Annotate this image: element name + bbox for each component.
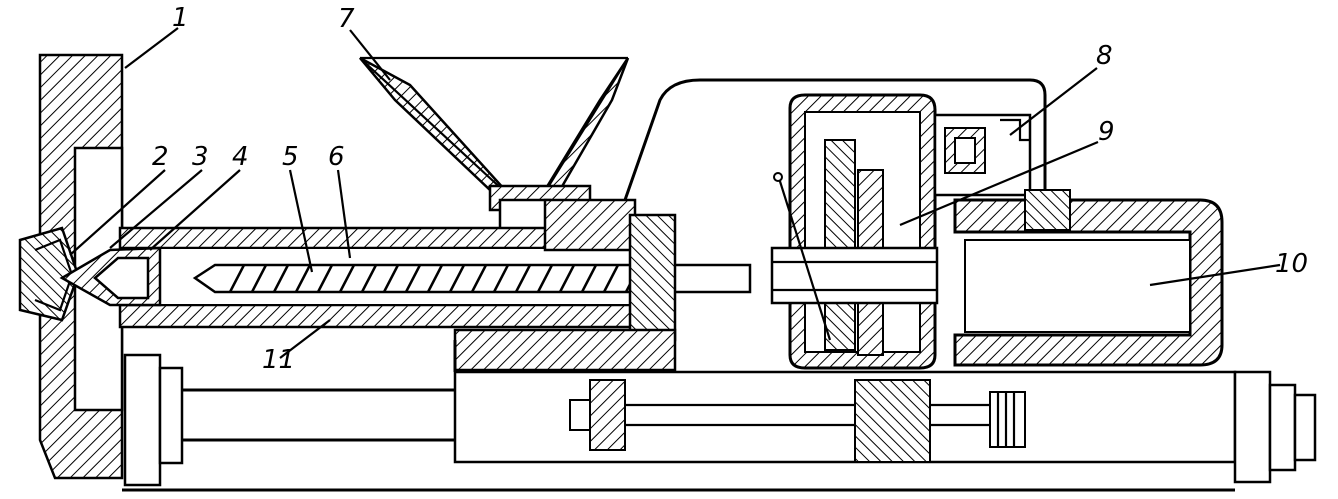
screw-flight xyxy=(602,264,620,293)
screw-flight xyxy=(514,264,532,293)
screw-flight xyxy=(448,264,466,293)
screw-flight xyxy=(360,264,378,293)
leader-lines xyxy=(69,27,1281,359)
screw-flight xyxy=(536,264,554,293)
label-8: 8 xyxy=(1096,41,1113,71)
screw-flight xyxy=(228,264,246,293)
label-7: 7 xyxy=(338,4,355,34)
label-9: 9 xyxy=(1098,117,1115,147)
screw-flight xyxy=(316,264,334,293)
screw-flight xyxy=(426,264,444,293)
screw-flight xyxy=(294,264,312,293)
screw-flight xyxy=(338,264,356,293)
label-6: 6 xyxy=(328,142,345,172)
label-3: 3 xyxy=(192,142,209,172)
label-5: 5 xyxy=(282,142,299,172)
nozzle xyxy=(59,246,162,307)
label-11: 11 xyxy=(262,345,295,375)
screw-flight xyxy=(404,264,422,293)
label-2: 2 xyxy=(152,142,169,172)
screw-flight xyxy=(580,264,598,293)
screw-flight xyxy=(382,264,400,293)
screw-flight xyxy=(250,264,268,293)
drive-housing xyxy=(623,78,1047,201)
screw-flight xyxy=(272,264,290,293)
thrust-block xyxy=(453,198,677,372)
screw-flight xyxy=(558,264,576,293)
screw-flight xyxy=(492,264,510,293)
motor xyxy=(933,113,1032,197)
screw-flight xyxy=(470,264,488,293)
label-4: 4 xyxy=(232,142,249,172)
hydraulic-cylinder xyxy=(953,189,1224,367)
label-10: 10 xyxy=(1275,249,1308,279)
gearbox xyxy=(770,93,939,370)
base-frame xyxy=(122,340,1317,492)
label-1: 1 xyxy=(172,3,189,33)
